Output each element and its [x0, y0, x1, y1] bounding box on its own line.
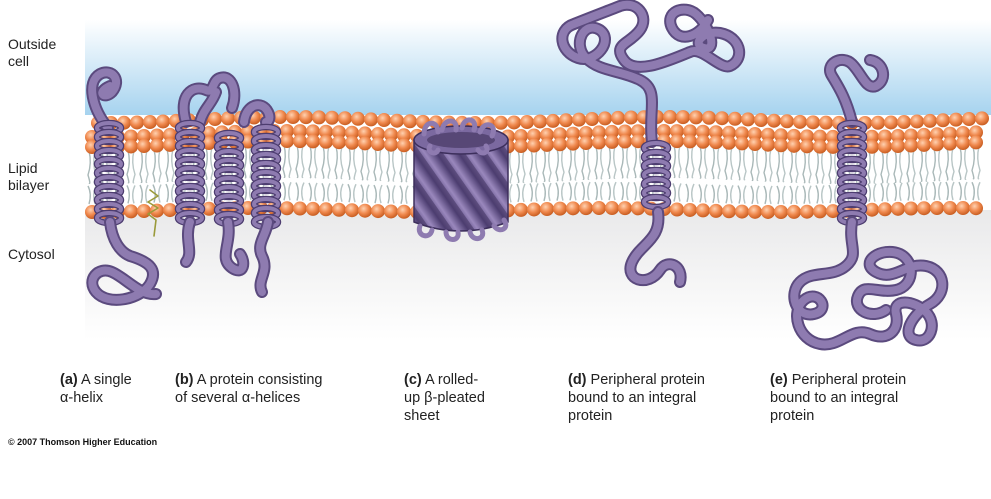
caption-a: (a) A single α-helix [60, 372, 132, 406]
protein-b-multi-helix [174, 71, 282, 298]
caption-e: (e) Peripheral protein bound to an integ… [770, 372, 907, 424]
copyright-credit: © 2007 Thomson Higher Education [8, 437, 158, 447]
lipid-anchor [147, 189, 159, 237]
lipid-bilayer-label: Lipid bilayer [8, 160, 50, 193]
protein-c-beta-barrel [413, 117, 509, 242]
caption-c: (c) A rolled- up β-pleated sheet [404, 372, 485, 424]
protein-d-peripheral [556, 0, 745, 288]
protein-e-peripheral [788, 53, 949, 351]
lipid-heads-inner [85, 201, 983, 219]
caption-b: (b) A protein consisting of several α-he… [175, 372, 323, 406]
protein-a-single-helix [86, 66, 162, 306]
cytosol-label: Cytosol [8, 246, 55, 262]
outside-cell-label: Outside cell [8, 36, 57, 69]
caption-d: (d) Peripheral protein bound to an integ… [568, 372, 706, 424]
